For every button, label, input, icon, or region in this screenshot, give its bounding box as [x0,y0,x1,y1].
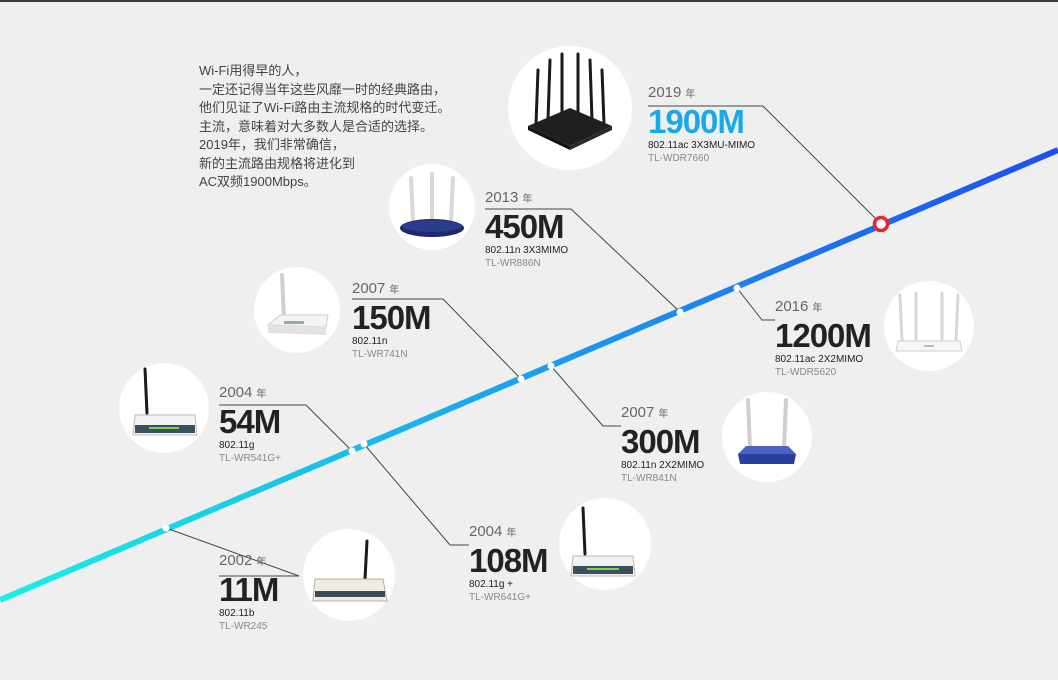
entry-speed: 108M [469,542,549,579]
router-circle-2016 [884,281,974,371]
intro-line: AC双频1900Mbps。 [199,174,317,189]
intro-line: 他们见证了Wi-Fi路由主流规格的时代变迁。 [199,100,451,115]
intro-line: Wi-Fi用得早的人， [199,63,308,78]
router-circle-2002 [303,529,395,621]
entry-model: TL-WR541G+ [219,453,281,464]
connector-2004b [363,443,469,546]
router-icon [132,367,198,436]
entry-speed: 450M [485,208,565,245]
router-icon [400,172,464,237]
entry-model: TL-WDR7660 [648,153,710,164]
entry-standard: 802.11n 3X3MIMO [485,245,569,256]
connector-2002 [165,527,300,577]
year-suffix: 年 [256,557,267,568]
top-border [0,0,1058,2]
router-icon [895,291,963,352]
intro-line: 新的主流路由规格将进化到 [199,155,356,171]
router-icon [738,398,796,464]
entry-standard: 802.11n 2X2MIMO [621,460,705,471]
entry-speed: 300M [621,423,701,460]
router-circle-2013 [389,164,475,250]
entry-model: TL-WR841N [621,473,677,484]
entry-model: TL-WR245 [219,621,268,632]
year-suffix: 年 [389,285,400,296]
entry-speed: 150M [352,299,432,336]
connector-2016 [736,287,775,321]
intro-line: 一定还记得当年这些风靡一时的经典路由， [199,81,447,97]
entry-speed: 11M [219,571,279,608]
connector-2019 [648,105,882,225]
router-circle-2007a [254,267,340,353]
entry-speed: 54M [219,403,281,440]
connector-2007a [352,298,522,380]
router-circle-2019 [508,46,632,170]
entry-standard: 802.11g [219,440,255,451]
entry-standard: 802.11ac 2X2MIMO [775,354,864,365]
entry-standard: 802.11g + [469,579,514,590]
year-suffix: 年 [506,528,517,539]
entry-speed: 1200M [775,317,872,354]
entry-model: TL-WR886N [485,258,541,269]
entry-model: TL-WR641G+ [469,592,531,603]
timeline-node-2013 [676,308,684,316]
timeline-node-2016 [733,284,741,292]
router-icon [312,539,388,602]
connector-2007b [550,365,621,427]
entry-standard: 802.11ac 3X3MU-MIMO [648,140,756,151]
router-circle-2004b [559,498,651,590]
year-suffix: 年 [685,89,696,100]
year-suffix: 年 [522,194,533,205]
timeline-node-2002 [162,524,170,532]
timeline-node-2007b [547,362,555,370]
entry-model: TL-WDR5620 [775,367,837,378]
year-suffix: 年 [812,303,823,314]
entry-speed: 1900M [648,103,745,140]
router-circle-2007b [722,392,812,482]
intro-text: Wi-Fi用得早的人， 一定还记得当年这些风靡一时的经典路由， 他们见证了Wi-… [199,62,499,192]
entry-model: TL-WR741N [352,349,408,360]
router-circle-2004a [119,363,209,453]
intro-line: 主流，意味着对大多数人是合适的选择。 [199,118,434,134]
connector-2013 [485,208,681,313]
timeline-node-2004a [348,447,356,455]
timeline-node-2004b [360,440,368,448]
timeline-node-2007a [517,375,525,383]
year-suffix: 年 [256,389,267,400]
year-suffix: 年 [658,409,669,420]
entry-standard: 802.11n [352,336,388,347]
connector-2004a [219,404,353,452]
router-icon [266,273,329,335]
router-icon [528,52,612,150]
router-icon [570,506,636,577]
intro-line: 2019年，我们非常确信， [199,137,345,152]
entry-standard: 802.11b [219,608,255,619]
